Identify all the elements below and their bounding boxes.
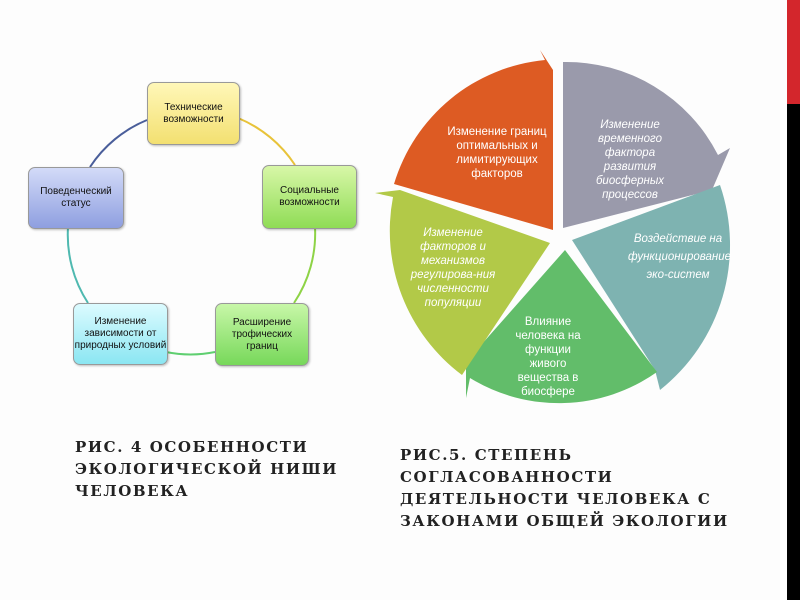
segment-label-ecosystems: Воздействие на функционирование эко-сист… (628, 233, 732, 281)
cycle-arc-1 (237, 117, 296, 166)
segment-label-population: Изменение факторов и механизмов регулиро… (410, 227, 496, 309)
accent-bar-red (787, 0, 800, 104)
node-behavioral: Поведенческий статус (28, 167, 124, 229)
figure-4-caption: РИС. 4 ОСОБЕННОСТИ ЭКОЛОГИЧЕСКОЙ НИШИ ЧЕ… (75, 438, 339, 500)
cycle-arc-4 (66, 226, 89, 304)
pie-diagram (375, 50, 731, 404)
cycle-arc-5 (89, 119, 148, 168)
segment-time-factor (563, 61, 730, 229)
segment-limits (394, 50, 553, 230)
node-dependence: Изменение зависимости от природных услов… (73, 303, 168, 365)
segment-living-matter (466, 250, 657, 404)
accent-bar-black (787, 104, 800, 600)
node-trophic: Расширение трофических границ (215, 303, 309, 366)
node-technical: Технические возможности (147, 82, 240, 145)
segment-label-limits: Изменение границ оптимальных и лимитирую… (447, 126, 547, 180)
segment-label-time-factor: Изменение временного фактора развития би… (595, 119, 665, 201)
node-label: Поведенческий статус (40, 186, 112, 209)
node-label: Социальные возможности (279, 185, 340, 208)
cycle-arc-3 (165, 351, 216, 356)
node-label: Расширение трофических границ (231, 316, 293, 352)
figure-5-caption: РИС.5. СТЕПЕНЬ СОГЛАСОВАННОСТИ ДЕЯТЕЛЬНО… (400, 446, 729, 530)
segment-label-living-matter: Влияние человека на функции живого вещес… (515, 316, 581, 398)
node-label: Технические возможности (163, 101, 224, 125)
node-social: Социальные возможности (262, 165, 357, 229)
segment-ecosystems (572, 185, 731, 390)
cycle-arc-2 (293, 226, 317, 304)
node-label: Изменение зависимости от природных услов… (74, 316, 167, 351)
segment-population (375, 190, 550, 375)
